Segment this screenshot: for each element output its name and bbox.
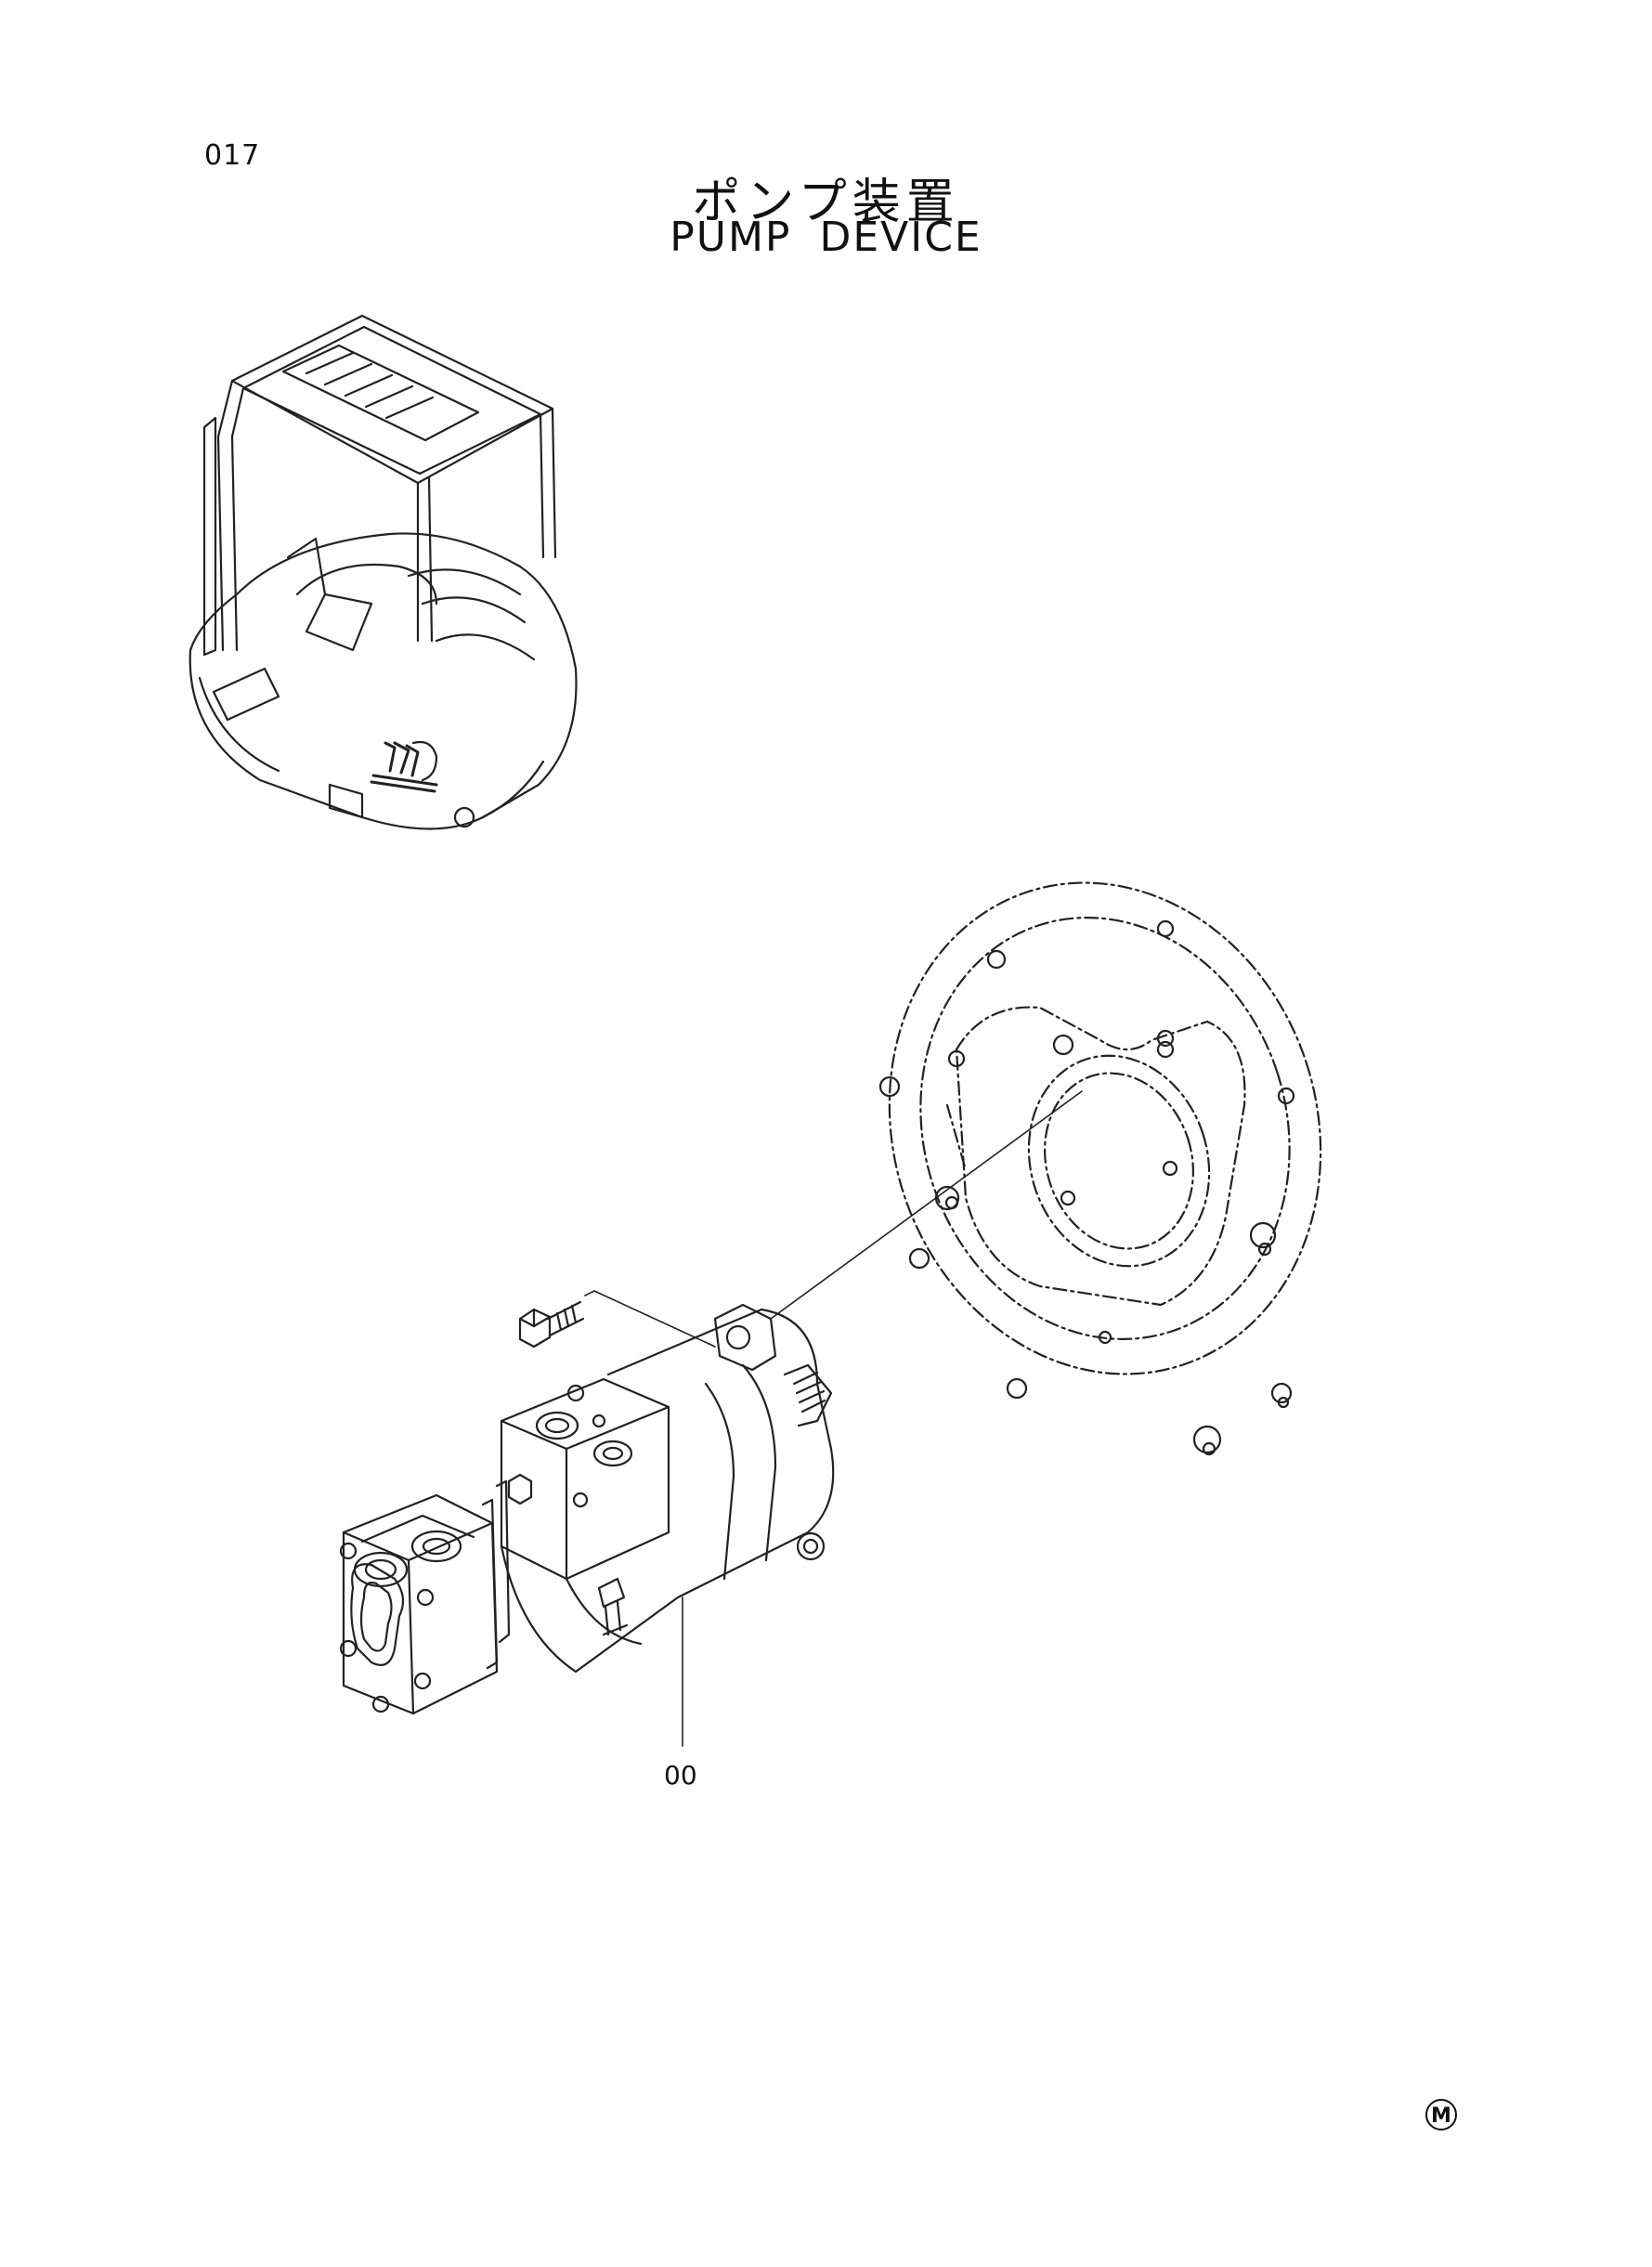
mounting-flange (888, 881, 1322, 1375)
revision-mark: M (1425, 2099, 1457, 2130)
leader-line-screw (584, 1290, 716, 1348)
hex-bolt (518, 1300, 585, 1348)
hydraulic-pump (339, 1303, 835, 1747)
callout-pump: 00 (664, 1760, 697, 1791)
leader-line-bolt (770, 1090, 1083, 1320)
flange-bolt-holes (878, 919, 1295, 1456)
title-english: PUMP DEVICE (670, 214, 982, 261)
excavator-overview (189, 314, 578, 830)
page-number: 017 (204, 139, 261, 172)
title-japanese: ポンプ装置 (692, 175, 960, 230)
